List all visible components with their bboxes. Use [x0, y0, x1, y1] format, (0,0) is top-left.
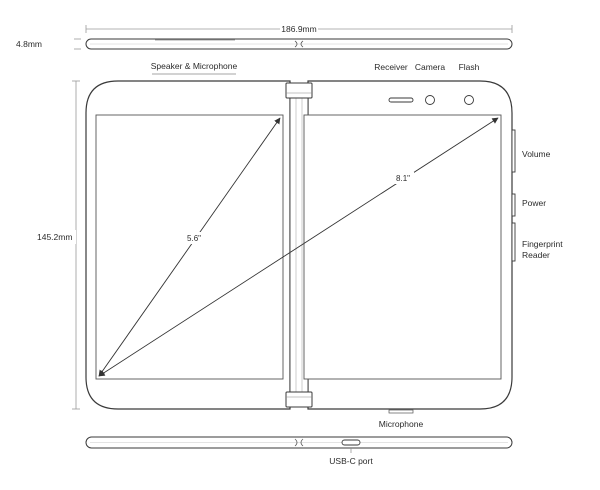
full-diagonal-label: 8.1" — [396, 174, 410, 183]
speaker-microphone-label: Speaker & Microphone — [151, 61, 238, 71]
flash-label: Flash — [459, 62, 480, 72]
fingerprint-label-line2: Reader — [522, 250, 550, 260]
left-diagonal-label: 5.6" — [187, 234, 201, 243]
height-label: 145.2mm — [37, 232, 72, 242]
volume-label: Volume — [522, 149, 551, 159]
width-label: 186.9mm — [281, 24, 316, 34]
side-buttons — [511, 129, 516, 262]
camera-label: Camera — [415, 62, 446, 72]
height-dimension: 145.2mm — [34, 80, 80, 410]
receiver-slot — [388, 97, 414, 103]
flash-lens — [464, 95, 474, 105]
hinge-top-block — [285, 82, 313, 99]
fingerprint-label-line1: Fingerprint — [522, 239, 563, 249]
microphone-label: Microphone — [379, 419, 424, 429]
power-label: Power — [522, 198, 546, 208]
hinge-bottom-block — [285, 391, 313, 408]
power-button — [511, 193, 516, 217]
volume-button — [511, 129, 516, 173]
camera-lens — [425, 95, 435, 105]
thickness-dimension: 4.8mm — [16, 38, 81, 50]
fingerprint-reader — [511, 222, 516, 262]
usbc-label: USB-C port — [329, 456, 373, 466]
width-dimension: 186.9mm — [85, 22, 513, 36]
thickness-label: 4.8mm — [16, 39, 42, 49]
top-edge-view — [85, 38, 513, 50]
bottom-microphone-slot — [388, 409, 414, 414]
right-screen — [303, 114, 502, 380]
bottom-edge-view — [85, 436, 513, 453]
receiver-label: Receiver — [374, 62, 408, 72]
usbc-port — [341, 439, 361, 446]
full-screen-diagonal — [98, 117, 499, 377]
